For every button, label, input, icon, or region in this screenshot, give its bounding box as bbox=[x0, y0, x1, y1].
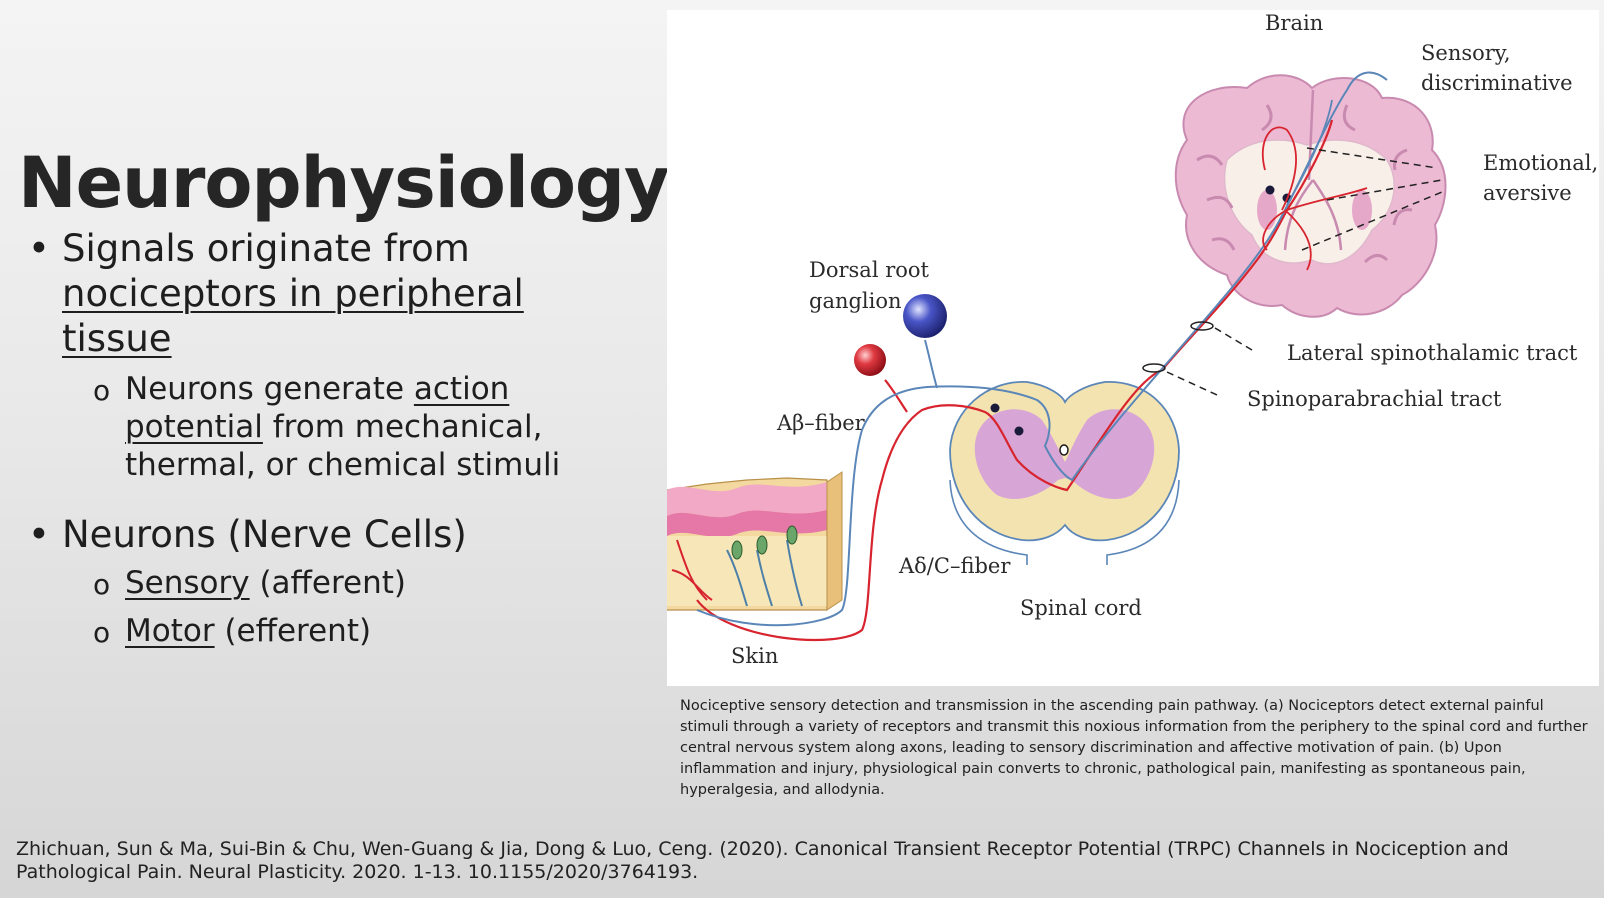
label-abeta-fiber: Aβ–fiber bbox=[777, 411, 865, 435]
label-sensory-line2: discriminative bbox=[1421, 71, 1573, 95]
motor-link-text: Motor bbox=[125, 613, 215, 649]
label-spinal-cord: Spinal cord bbox=[1020, 596, 1142, 620]
label-adelta-c-fiber: Aδ/C–fiber bbox=[899, 554, 1011, 578]
bullet-text: Signals originate from bbox=[62, 227, 470, 270]
drg-red-sphere bbox=[854, 344, 886, 376]
action-link-text: action bbox=[413, 371, 510, 407]
lst-marker bbox=[1190, 321, 1214, 331]
sub-bullet-motor: o Motor (efferent) bbox=[93, 612, 585, 650]
drg-blue-stalk bbox=[924, 339, 938, 389]
sub-bullet-glyph: o bbox=[93, 568, 111, 601]
label-drg-line1: Dorsal root bbox=[809, 258, 929, 282]
sub-bullet-text: (afferent) bbox=[249, 565, 407, 601]
figure-caption: Nociceptive sensory detection and transm… bbox=[680, 698, 1588, 798]
spb-marker bbox=[1142, 363, 1166, 373]
sub-bullet-glyph: o bbox=[93, 374, 111, 407]
label-brain: Brain bbox=[1265, 11, 1324, 35]
drg-blue-sphere bbox=[903, 294, 947, 338]
drg-red-stalk bbox=[884, 379, 908, 413]
sensory-link-text: Sensory bbox=[125, 565, 250, 601]
sub-bullet-text: Neurons generate bbox=[125, 371, 405, 407]
label-drg-line2: ganglion bbox=[809, 289, 902, 313]
label-skin: Skin bbox=[731, 644, 779, 668]
pain-pathway-figure: Brain Sensory, discriminative Emotional,… bbox=[667, 10, 1599, 686]
leader-lines bbox=[1166, 147, 1443, 396]
label-emotional-line2: aversive bbox=[1483, 181, 1572, 205]
sub-bullet-text-end: thermal, or chemical stimuli bbox=[125, 447, 561, 483]
pathway-illustration bbox=[667, 71, 1447, 642]
abeta-fiber-path bbox=[696, 71, 1388, 627]
sub-bullet-action-potential: o Neurons generate action potential from… bbox=[93, 370, 645, 484]
sub-bullet-text-cont: from mechanical, bbox=[262, 409, 543, 445]
bullet-glyph: • bbox=[28, 227, 50, 270]
brain-red-branches bbox=[1261, 126, 1368, 271]
bullet-signals: • Signals originate from nociceptors in … bbox=[28, 226, 622, 361]
bullet-glyph: • bbox=[28, 513, 50, 556]
bullet-neurons: • Neurons (Nerve Cells) bbox=[28, 512, 622, 557]
sub-bullet-sensory: o Sensory (afferent) bbox=[93, 564, 585, 602]
tissue-link-text: tissue bbox=[62, 317, 172, 360]
label-spinoparabrachial-tract: Spinoparabrachial tract bbox=[1247, 387, 1502, 411]
label-sensory-line1: Sensory, bbox=[1421, 41, 1511, 65]
label-lateral-spinothalamic-tract: Lateral spinothalamic tract bbox=[1287, 341, 1578, 365]
sub-bullet-glyph: o bbox=[93, 616, 111, 649]
brain-illustration bbox=[1174, 74, 1447, 318]
citation-text: Zhichuan, Sun & Ma, Sui-Bin & Chu, Wen-G… bbox=[16, 838, 1509, 883]
slide-title: Neurophysiology bbox=[18, 142, 670, 224]
sub-bullet-text: (efferent) bbox=[214, 613, 372, 649]
skin-block-illustration bbox=[667, 471, 843, 611]
label-sensory: Sensory, discriminative bbox=[1421, 38, 1573, 98]
label-dorsal-root-ganglion: Dorsal root ganglion bbox=[809, 255, 929, 317]
nociceptors-link-text: nociceptors in peripheral bbox=[62, 272, 524, 315]
brain-blue-branch bbox=[1286, 99, 1333, 206]
label-emotional-line1: Emotional, bbox=[1483, 151, 1599, 175]
label-emotional: Emotional, aversive bbox=[1483, 148, 1598, 208]
potential-link-text: potential bbox=[125, 409, 263, 445]
bullet-text: Neurons (Nerve Cells) bbox=[62, 513, 467, 556]
adelta-fiber-path bbox=[696, 119, 1334, 642]
